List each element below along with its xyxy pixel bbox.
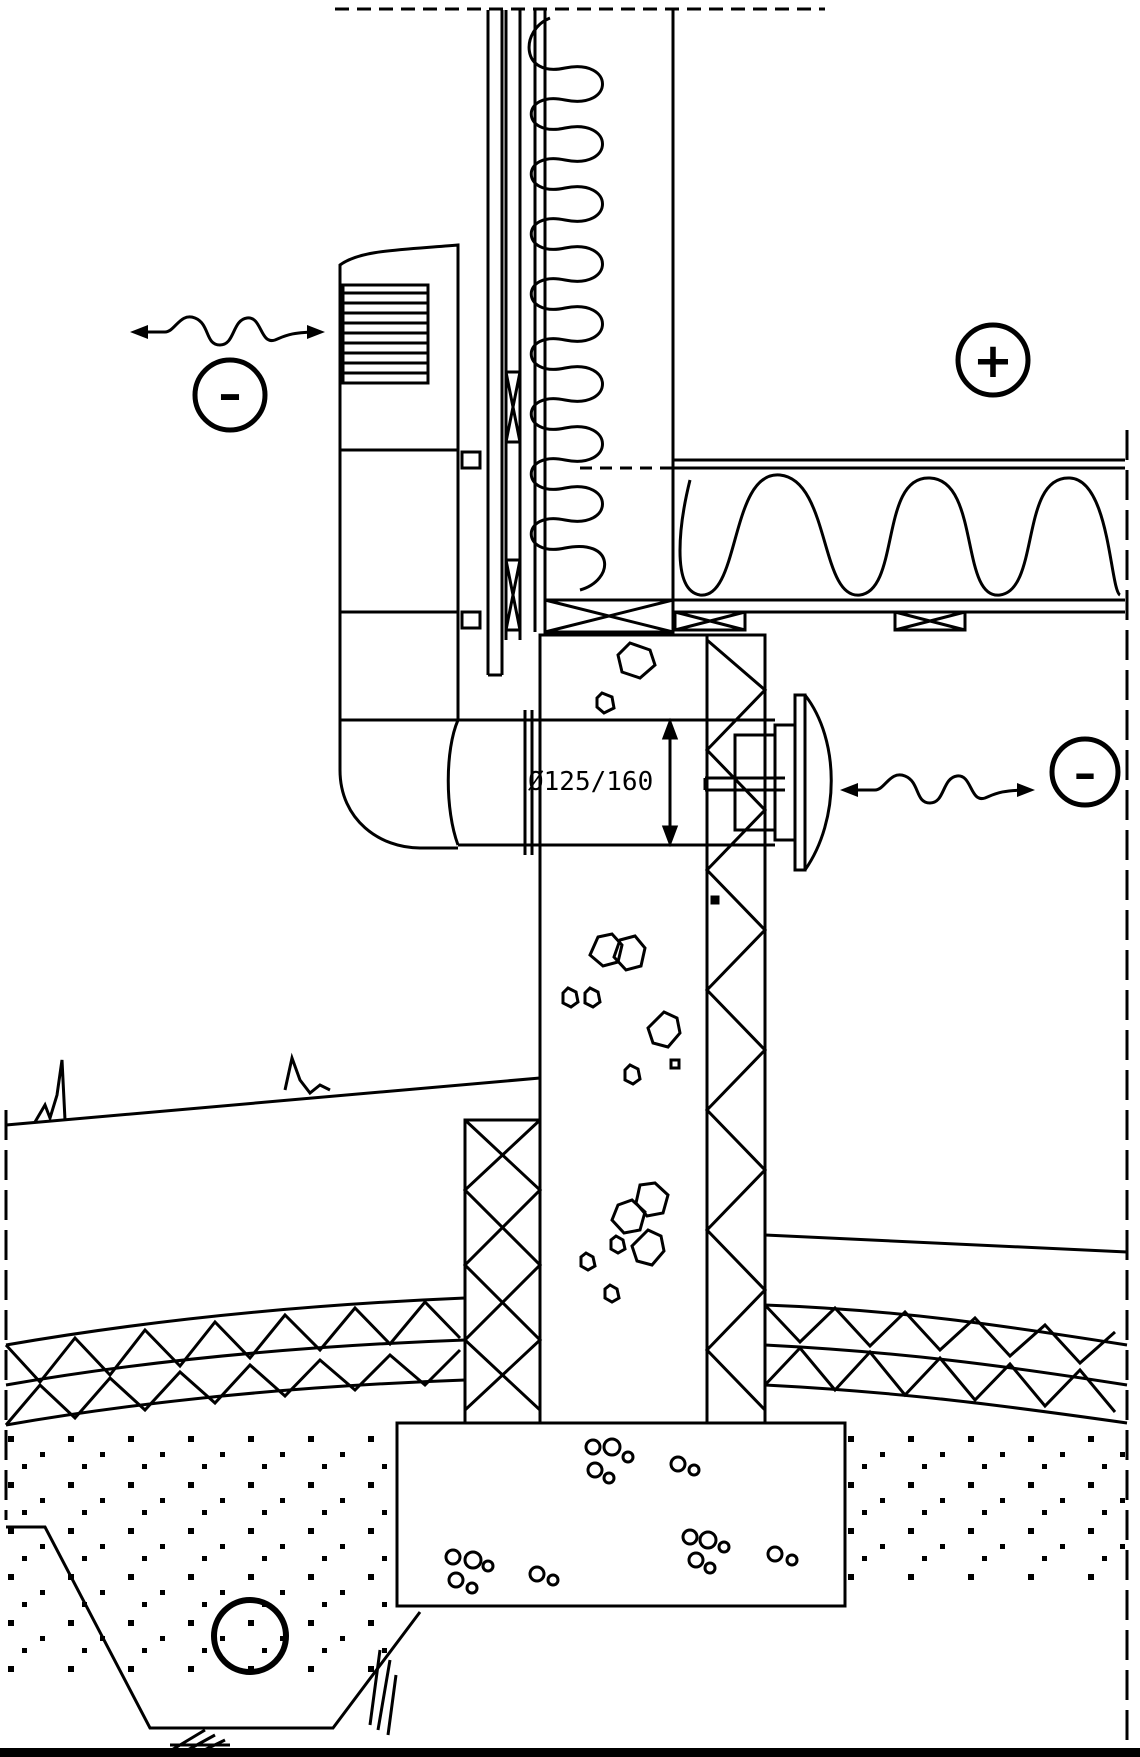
ground-line-right xyxy=(764,1233,1128,1254)
beam-insulation xyxy=(704,638,768,1412)
floor-structure xyxy=(671,438,1125,614)
inside-pressure: + xyxy=(955,322,1031,398)
beam-aggregate xyxy=(561,641,720,1304)
wall-insulation xyxy=(527,16,606,592)
bottom-edge xyxy=(0,1748,1140,1757)
wall-sole-plate xyxy=(543,598,675,634)
minus-symbol-left: – xyxy=(219,367,242,421)
vent-grille xyxy=(341,283,430,385)
wall-cladding xyxy=(486,10,675,677)
battens xyxy=(504,370,522,632)
outside-right-pressure: – xyxy=(840,736,1121,808)
ground-insulation-right xyxy=(763,1303,1128,1425)
minus-symbol-right: – xyxy=(1074,748,1096,799)
plus-symbol: + xyxy=(973,333,1013,389)
vent-unit xyxy=(338,243,482,850)
floor-blocks xyxy=(673,610,967,632)
drain-trench xyxy=(6,1525,422,1730)
outside-left-pressure: – xyxy=(130,315,325,433)
gravel-fill-left xyxy=(6,1428,396,1678)
foundation-beam xyxy=(538,633,767,1425)
frost-insulation-block xyxy=(462,1118,543,1425)
duct xyxy=(446,693,833,872)
footing xyxy=(395,1421,847,1608)
ground-line-left xyxy=(5,1052,541,1127)
footing-aggregate xyxy=(444,1437,799,1595)
duct-dimension-arrow xyxy=(661,717,679,848)
gravel-fill-right xyxy=(845,1425,1125,1590)
ground-insulation-left xyxy=(4,1296,466,1427)
duct-diameter-label: Ø125/160 xyxy=(528,767,653,797)
floor-insulation xyxy=(678,473,1122,597)
